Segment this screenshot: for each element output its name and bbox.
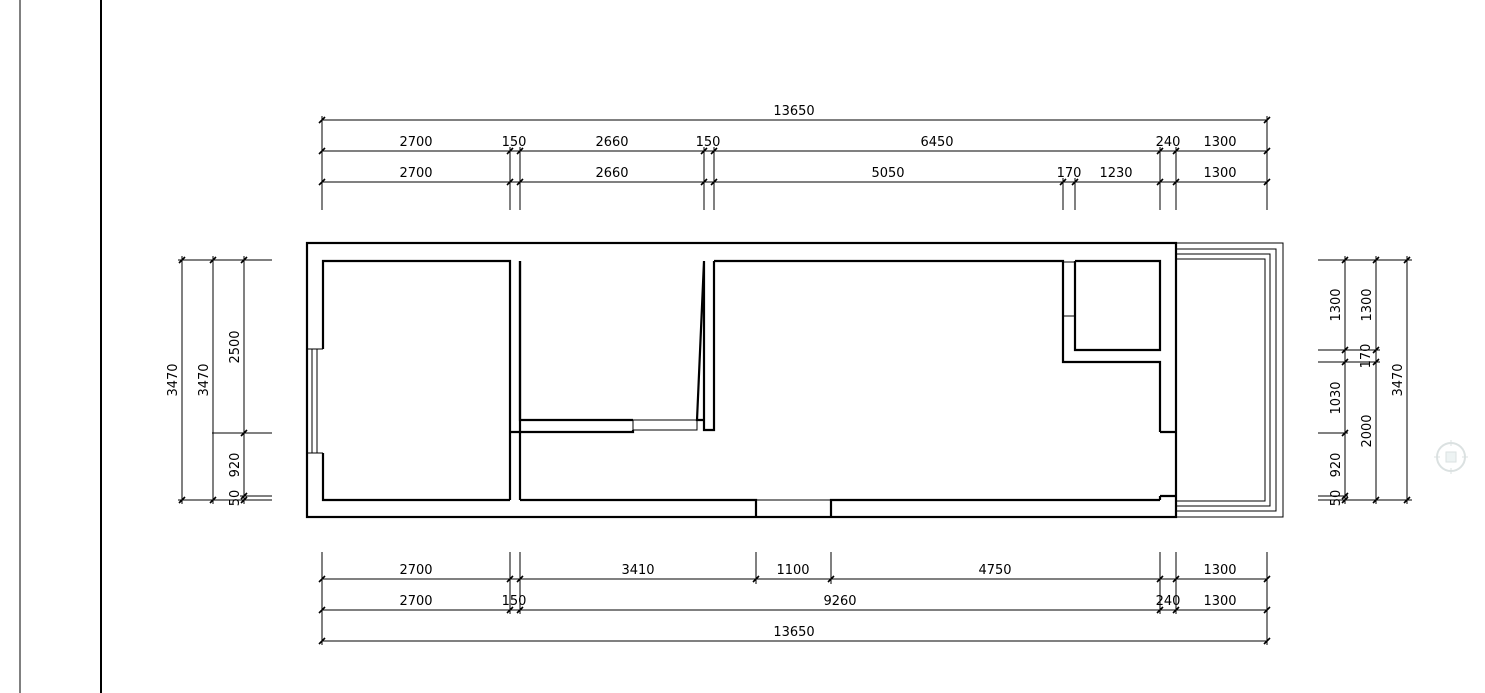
corridor-wall	[518, 430, 635, 500]
main-room-walls	[714, 259, 1162, 432]
dim-right-middle-1: 2000	[1360, 414, 1375, 447]
dim-top-r1-5: 240	[1156, 135, 1181, 150]
right-dimensions: 1300 170 1030 920 50 1300 2000 3470	[1318, 256, 1412, 506]
floor-plan	[305, 241, 1284, 519]
dim-right-inner-0: 1300	[1329, 288, 1344, 321]
dim-bot-r1-2: 1100	[776, 563, 809, 578]
dim-top-r2-3: 170	[1057, 166, 1082, 181]
dim-bot-r2-1: 150	[502, 594, 527, 609]
left-window	[307, 348, 323, 454]
dim-right-middle-0: 1300	[1360, 288, 1375, 321]
dim-bot-r1-1: 3410	[621, 563, 654, 578]
dim-top-r2-5: 1300	[1203, 166, 1236, 181]
small-room-door-jamb	[1062, 261, 1076, 317]
dim-bot-r2-3: 240	[1156, 594, 1181, 609]
room-1-walls	[321, 259, 522, 502]
dim-top-r1-4: 6450	[920, 135, 953, 150]
dim-bot-r2-4: 1300	[1203, 594, 1236, 609]
dim-top-r1-6: 1300	[1203, 135, 1236, 150]
dim-left-inner-2: 50	[228, 490, 243, 507]
dim-left-middle: 3470	[197, 363, 212, 396]
dim-top-r1-3: 150	[696, 135, 721, 150]
dim-top-r1-0: 2700	[399, 135, 432, 150]
dim-top-r1-1: 150	[502, 135, 527, 150]
bottom-inner-wall	[520, 498, 1160, 517]
dim-left-outer: 3470	[166, 363, 181, 396]
dim-top-r1-2: 2660	[595, 135, 628, 150]
dim-bot-r1-0: 2700	[399, 563, 432, 578]
dim-right-inner-2: 1030	[1329, 381, 1344, 414]
dim-right-inner-4: 50	[1329, 490, 1344, 507]
left-dimensions: 3470 3470 2500 920 50	[166, 256, 272, 506]
top-dimensions: 13650 2700 150 2660 150 6450 240 1300	[318, 104, 1271, 210]
dim-left-inner-1: 920	[228, 453, 243, 478]
navigation-cube-icon[interactable]	[1434, 440, 1468, 474]
dim-right-outer: 3470	[1391, 363, 1406, 396]
dim-right-inner-1: 170	[1359, 344, 1374, 369]
dim-top-overall: 13650	[773, 104, 814, 119]
dim-bot-overall: 13650	[773, 625, 814, 640]
dim-right-inner-3: 920	[1329, 453, 1344, 478]
dim-bot-r1-3: 4750	[978, 563, 1011, 578]
dim-bot-r2-0: 2700	[399, 594, 432, 609]
bottom-dimensions: 2700 3410 1100 4750 1300 2700 150 9260 2…	[318, 552, 1271, 645]
outer-wall	[305, 241, 1178, 519]
dim-left-inner-0: 2500	[228, 330, 243, 363]
dim-top-r2-4: 1230	[1099, 166, 1132, 181]
dim-bot-r2-2: 9260	[823, 594, 856, 609]
dim-bot-r1-4: 1300	[1203, 563, 1236, 578]
right-partition	[1158, 430, 1176, 500]
room-2-door	[632, 419, 698, 431]
dim-top-r2-1: 2660	[595, 166, 628, 181]
balcony	[1175, 242, 1284, 518]
room-2-walls	[518, 260, 716, 432]
dim-top-r2-0: 2700	[399, 166, 432, 181]
dim-top-r2-2: 5050	[871, 166, 904, 181]
